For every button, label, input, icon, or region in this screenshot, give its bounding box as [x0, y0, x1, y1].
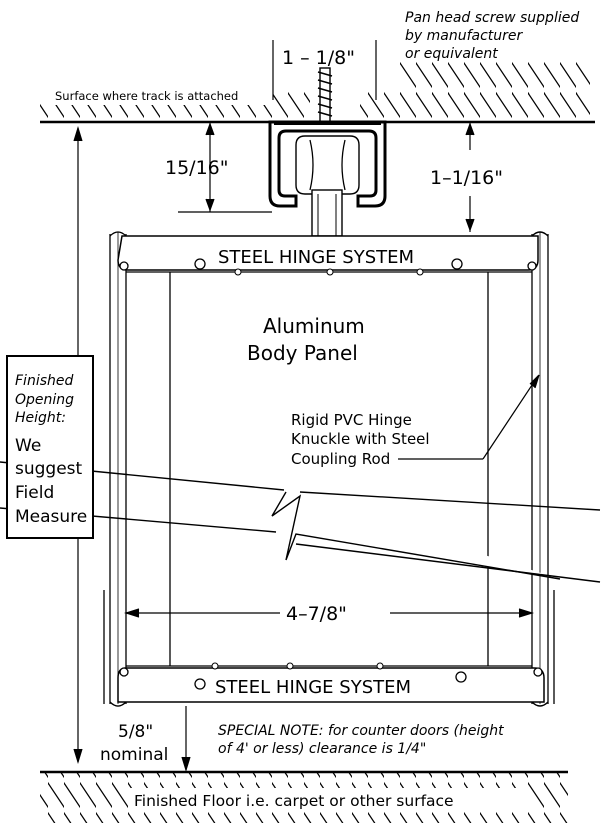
hinge-top-label: STEEL HINGE SYSTEM — [218, 247, 414, 268]
finished-floor — [40, 770, 568, 823]
knuckle-note-line2: Knuckle with Steel — [291, 430, 430, 448]
bottom-hinge-bar — [117, 662, 545, 703]
floor-gap-dimension — [181, 706, 191, 773]
opening-line7: Measure — [15, 507, 87, 527]
panel-width-text: 4–7/8" — [286, 603, 347, 625]
knuckle-note-line1: Rigid PVC Hinge — [291, 411, 412, 429]
special-note-line1: SPECIAL NOTE: for counter doors (height — [218, 723, 504, 739]
knuckle-leader — [398, 374, 540, 460]
screw-width-text: 1 – 1/8" — [282, 47, 355, 69]
body-panel-line2: Body Panel — [247, 341, 358, 365]
screw-note-line1: Pan head screw supplied — [405, 10, 579, 26]
floor-label: Finished Floor i.e. carpet or other surf… — [134, 792, 454, 810]
floor-gap-qualifier: nominal — [100, 745, 168, 765]
opening-line3: Height: — [15, 410, 66, 426]
floor-gap-text: 5/8" — [118, 722, 153, 742]
special-note-line2: of 4' or less) clearance is 1/4" — [218, 741, 426, 757]
panel-width-dimension — [123, 608, 535, 618]
opening-line1: Finished — [15, 373, 73, 389]
screw-note-line2: by manufacturer — [405, 28, 524, 44]
track-channel — [268, 120, 387, 237]
body-panel-line1: Aluminum — [263, 314, 365, 338]
track-depth-dimension — [178, 122, 272, 213]
hinge-bottom-label: STEEL HINGE SYSTEM — [215, 677, 411, 698]
track-depth-text: 15/16" — [165, 157, 229, 179]
opening-height-box — [6, 355, 94, 539]
screw-width-dimension — [272, 40, 377, 100]
opening-line2: Opening — [15, 392, 74, 408]
track-clearance-dimension — [465, 122, 475, 232]
surface-label: Surface where track is attached — [55, 89, 238, 103]
track-clearance-text: 1–1/16" — [430, 167, 503, 189]
top-hinge-bar — [117, 235, 539, 276]
door-panel — [103, 231, 555, 707]
opening-line6: Field — [15, 483, 54, 503]
knuckle-note-line3: Coupling Rod — [291, 450, 390, 468]
screw-note-line3: or equivalent — [405, 46, 498, 62]
opening-line4: We — [15, 436, 41, 456]
opening-line5: suggest — [15, 459, 83, 479]
opening-height-dimension — [73, 125, 83, 765]
